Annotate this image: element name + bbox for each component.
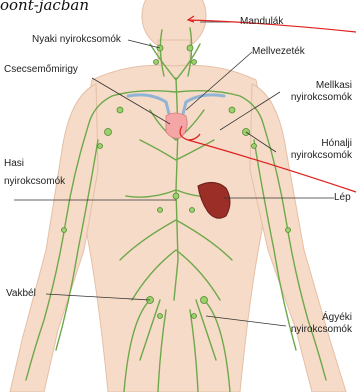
label-vakbel: Vakbél xyxy=(6,288,36,300)
label-lep: Lép xyxy=(334,192,351,204)
label-honalji-line2: nyirokcsomók xyxy=(270,150,352,162)
label-mellkasi-line2: nyirokcsomók xyxy=(270,92,352,104)
label-csecsemomirigy: Csecsemőmirigy xyxy=(4,64,78,76)
label-agyeki-line1: Ágyéki xyxy=(270,312,352,324)
label-hasi-line1: Hasi xyxy=(4,158,24,170)
label-honalji-line1: Hónalji xyxy=(270,138,352,150)
label-mellvezetek: Mellvezeték xyxy=(252,46,305,58)
label-hasi-line2: nyirokcsomók xyxy=(4,176,65,188)
label-agyeki-line2: nyirokcsomók xyxy=(270,324,352,336)
label-mandulak: Mandulák xyxy=(240,16,283,28)
label-mellkasi-line1: Mellkasi xyxy=(270,80,352,92)
handwritten-note: oont-jacban xyxy=(0,0,89,14)
label-nyaki-nyirokcsomok: Nyaki nyirokcsomók xyxy=(32,34,121,46)
